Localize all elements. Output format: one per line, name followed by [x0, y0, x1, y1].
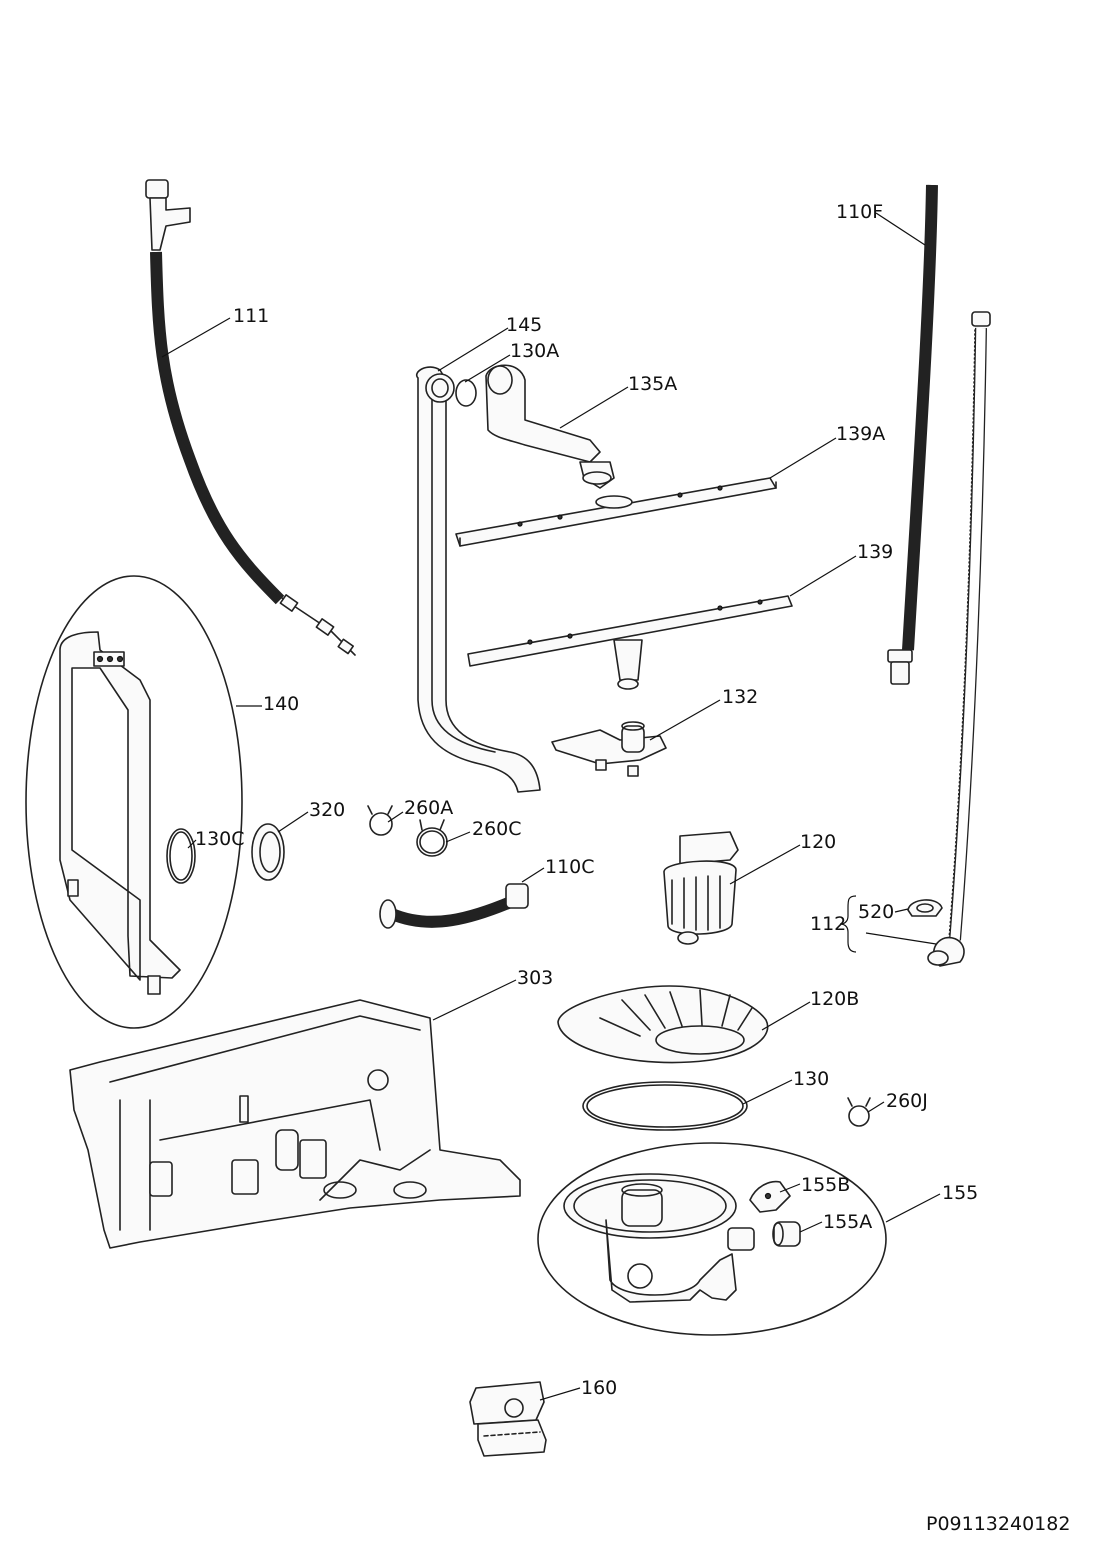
part-130-seal-ring[interactable] [582, 1081, 748, 1131]
group-140-ellipse [25, 575, 243, 1029]
part-139-lower-spray-arm[interactable] [467, 595, 793, 690]
part-303-base[interactable] [69, 999, 521, 1249]
label-155B: 155B [801, 1174, 850, 1196]
part-260C-clamp[interactable] [416, 819, 448, 857]
part-labels: 111 110F 145 130A 135A 139A 139 132 140 … [195, 201, 1070, 1535]
label-260J: 260J [886, 1090, 928, 1112]
label-303: 303 [517, 967, 553, 989]
label-155: 155 [942, 1182, 978, 1204]
part-130C-ring[interactable] [166, 828, 196, 884]
label-110F: 110F [836, 201, 883, 223]
part-155-sump[interactable] [563, 1173, 755, 1303]
drawing-code: P09113240182 [926, 1513, 1070, 1535]
label-155A: 155A [823, 1211, 872, 1233]
part-155A-connector[interactable] [772, 1221, 801, 1247]
label-320: 320 [309, 799, 345, 821]
label-111: 111 [233, 305, 269, 327]
part-130-seal-ring-inner [586, 1084, 744, 1128]
label-110C: 110C [545, 856, 595, 878]
label-520: 520 [858, 901, 894, 923]
label-139: 139 [857, 541, 893, 563]
label-120: 120 [800, 831, 836, 853]
label-130: 130 [793, 1068, 829, 1090]
part-160-pump[interactable] [469, 1381, 547, 1457]
label-260A: 260A [404, 797, 453, 819]
label-112: 112 [810, 913, 846, 935]
part-132-arm-support[interactable] [551, 721, 667, 777]
part-520-cap[interactable] [907, 899, 943, 917]
label-139A: 139A [836, 423, 885, 445]
label-160: 160 [581, 1377, 617, 1399]
label-145: 145 [506, 314, 542, 336]
part-120B-filter-plate[interactable] [557, 985, 769, 1064]
part-135A-conduit[interactable] [485, 364, 615, 489]
part-130A-seal[interactable] [455, 379, 477, 407]
label-120B: 120B [810, 988, 859, 1010]
label-130C: 130C [195, 828, 245, 850]
part-139A-upper-spray-arm[interactable] [455, 477, 777, 547]
part-110C-short-hose[interactable] [379, 883, 529, 929]
part-111-inlet-hose[interactable] [145, 179, 356, 656]
leader-lines [161, 212, 941, 1401]
label-135A: 135A [628, 373, 677, 395]
part-120-filter[interactable] [663, 831, 739, 945]
label-132: 132 [722, 686, 758, 708]
part-260A-clamp[interactable] [367, 805, 393, 836]
part-140-duct[interactable] [59, 631, 181, 995]
part-130C-ring-inner [169, 831, 193, 881]
part-112-hose[interactable] [927, 311, 991, 967]
label-260C: 260C [472, 818, 522, 840]
part-155B-clip[interactable] [749, 1180, 791, 1213]
part-110F-drain-hose[interactable] [887, 184, 938, 685]
part-320-flange[interactable] [251, 823, 285, 881]
group-155-ellipse [537, 1142, 887, 1336]
label-140: 140 [263, 693, 299, 715]
brace-112 [839, 895, 857, 953]
part-260J-clamp[interactable] [847, 1097, 871, 1127]
label-130A: 130A [510, 340, 559, 362]
